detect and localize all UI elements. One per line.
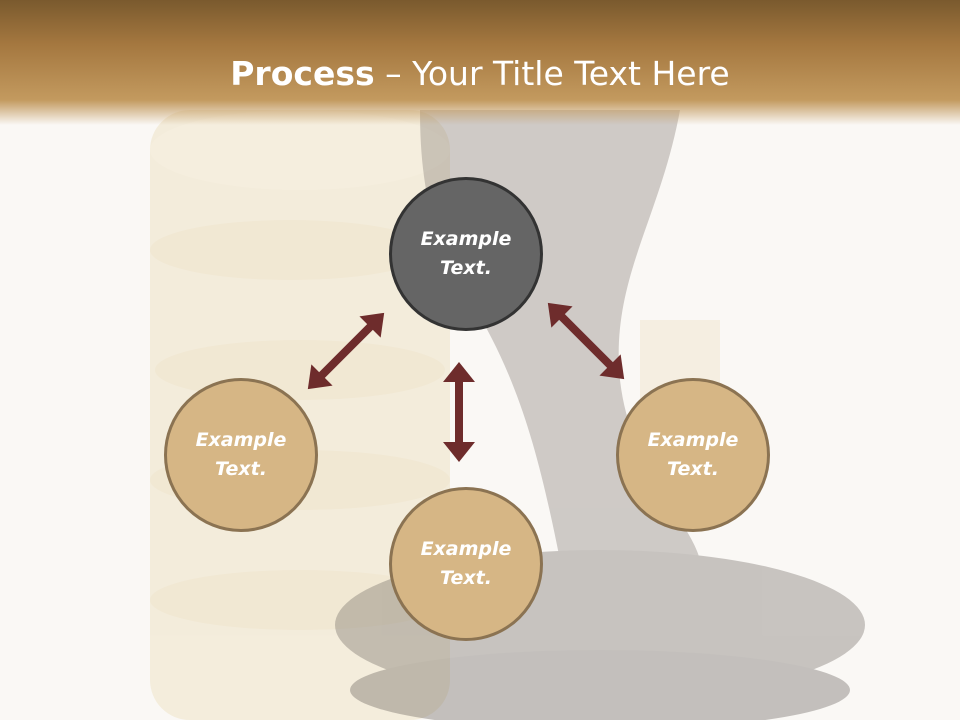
title-band xyxy=(0,0,960,125)
node-left-label: Example Text. xyxy=(195,429,287,480)
node-top[interactable]: Example Text. xyxy=(389,177,543,331)
title-rest: – Your Title Text Here xyxy=(374,54,730,93)
node-right-label: Example Text. xyxy=(647,429,739,480)
node-bottom[interactable]: Example Text. xyxy=(389,487,543,641)
node-bottom-label: Example Text. xyxy=(420,538,512,589)
title-bold: Process xyxy=(230,54,375,93)
node-top-label: Example Text. xyxy=(420,228,512,279)
node-right[interactable]: Example Text. xyxy=(616,378,770,532)
slide-title[interactable]: Process – Your Title Text Here xyxy=(0,52,960,96)
node-left[interactable]: Example Text. xyxy=(164,378,318,532)
